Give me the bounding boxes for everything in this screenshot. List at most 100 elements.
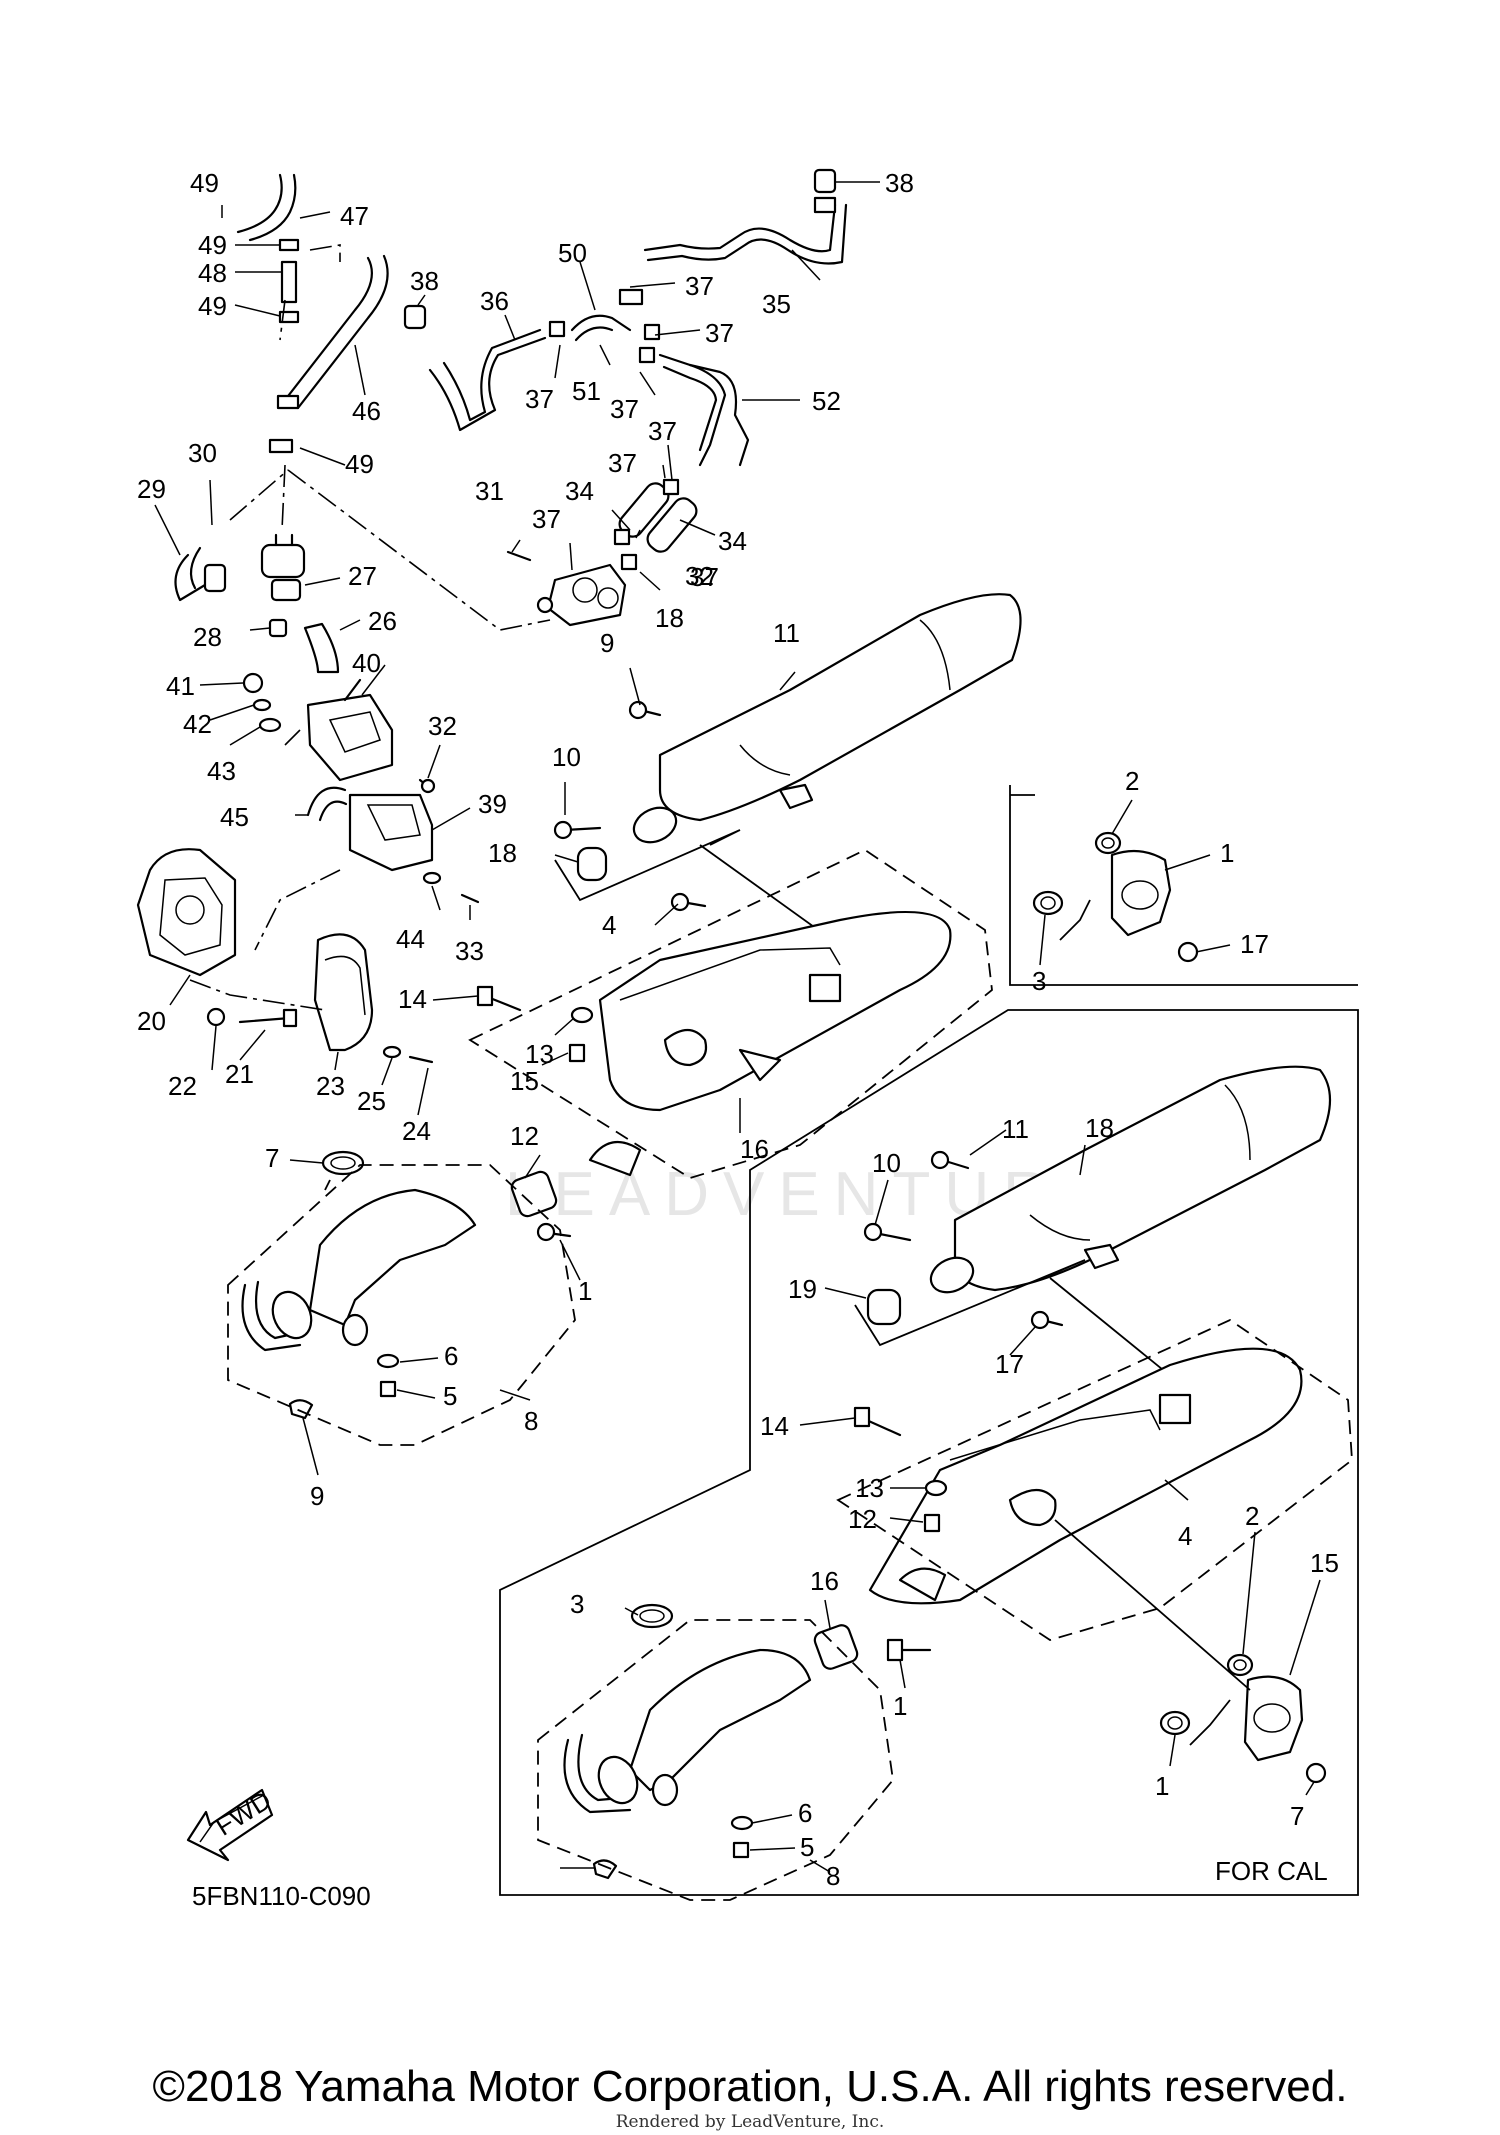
hose-26	[303, 622, 340, 674]
screw-33	[460, 893, 480, 904]
washer-7-cal	[730, 1815, 754, 1831]
callout: 14	[398, 984, 427, 1014]
clamp-49b	[278, 310, 300, 324]
duct-23	[313, 933, 374, 1052]
callout: 49	[345, 449, 374, 479]
callout: 7	[1290, 1801, 1304, 1831]
muffler-9-cal	[953, 1065, 1331, 1292]
callout: 1	[578, 1276, 592, 1306]
callout-labels: 49 47 49 48 49 46 49 30 29 27 28 26 41 4…	[137, 168, 1339, 1891]
callout: 4	[602, 910, 616, 940]
callout: 15	[1310, 1548, 1339, 1578]
fwd-arrow-icon: FWD	[186, 1785, 276, 1862]
clamp-49d	[268, 438, 294, 454]
air-induction-hoses	[136, 173, 480, 1064]
callout: 15	[510, 1066, 539, 1096]
joint-2-cal	[1243, 1675, 1304, 1762]
cap-38b	[813, 168, 837, 194]
callout: 37	[648, 416, 677, 446]
guide-lines-upper	[189, 244, 551, 1011]
washer-42	[252, 698, 272, 712]
callout: 29	[137, 474, 166, 504]
callout: 37	[705, 318, 734, 348]
callout: 27	[348, 561, 377, 591]
washer-14-cal	[924, 1479, 948, 1497]
callout: 49	[198, 291, 227, 321]
callout: 13	[525, 1039, 554, 1069]
callout: 4	[1178, 1521, 1192, 1551]
gasket-1b-cal	[1159, 1710, 1191, 1736]
hose-29	[174, 553, 207, 602]
muffler-set-cal	[537, 1065, 1353, 1901]
damper-10	[576, 846, 608, 882]
callout: 28	[193, 622, 222, 652]
hose-50	[570, 314, 632, 332]
callout: 37	[685, 271, 714, 301]
callout: 40	[352, 648, 381, 678]
callout: 37	[608, 448, 637, 478]
callout: 25	[357, 1086, 386, 1116]
nut-6-cal	[732, 1841, 750, 1859]
clamp-37a	[548, 320, 566, 338]
callout: 12	[510, 1121, 539, 1151]
washer-43	[258, 717, 282, 733]
callout: 37	[532, 504, 561, 534]
callout: 49	[190, 168, 219, 198]
clamp-37d	[638, 346, 656, 364]
callout: 19	[788, 1274, 817, 1304]
callout: 11	[1002, 1114, 1029, 1144]
for-cal-label: FOR CAL	[1215, 1856, 1328, 1886]
callout: 48	[198, 258, 227, 288]
callout: 32	[685, 561, 714, 591]
hose-34b	[646, 497, 698, 553]
bolt-21	[238, 1016, 292, 1024]
callout: 47	[340, 201, 369, 231]
gasket-4-cal	[1226, 1653, 1254, 1677]
callout: 6	[798, 1798, 812, 1828]
exhaust-pipe-5-cal	[628, 1648, 812, 1792]
muffler-12-cal	[868, 1347, 1303, 1605]
washer-14	[570, 1006, 594, 1024]
callout: 17	[995, 1349, 1024, 1379]
callout: 17	[1240, 929, 1269, 959]
callout: 6	[444, 1341, 458, 1371]
nut-41	[242, 672, 264, 694]
hose-47	[236, 173, 283, 234]
callout: 8	[826, 1861, 840, 1891]
callout: 37	[525, 384, 554, 414]
collar-15-cal	[813, 1624, 859, 1670]
callout: 37	[610, 394, 639, 424]
bolt-24	[408, 1055, 434, 1064]
callout: 1	[893, 1691, 907, 1721]
gasket-1	[321, 1150, 365, 1176]
callout: 42	[183, 709, 212, 739]
callout: 5	[800, 1832, 814, 1862]
cap-28	[268, 618, 288, 638]
hose-46	[283, 256, 373, 402]
callout: 34	[565, 476, 594, 506]
pipe-35	[643, 203, 837, 253]
callout: 7	[265, 1143, 279, 1173]
clamp-37f	[613, 528, 631, 546]
hose-45	[306, 786, 347, 817]
callout: 51	[572, 376, 601, 406]
nut-6	[379, 1380, 397, 1398]
callout: 3	[1032, 966, 1046, 996]
nut-13	[568, 1043, 586, 1063]
air-cut-valve-31	[546, 563, 627, 627]
for-cal-frame	[499, 1009, 1359, 1896]
callout: 18	[1085, 1113, 1114, 1143]
muffler-12	[598, 910, 952, 1112]
callout: 32	[428, 711, 457, 741]
cap-38	[403, 304, 427, 330]
washer-22	[206, 1007, 226, 1027]
callout: 36	[480, 286, 509, 316]
copyright-notice: ©2018 Yamaha Motor Corporation, U.S.A. A…	[152, 2062, 1348, 2111]
callout: 1	[1220, 838, 1234, 868]
callout: 23	[316, 1071, 345, 1101]
callout: 44	[396, 924, 425, 954]
clamp-37g	[620, 553, 638, 571]
muffler-set-standard	[227, 593, 1358, 1446]
washer-7	[376, 1353, 400, 1369]
callout: 9	[600, 628, 614, 658]
